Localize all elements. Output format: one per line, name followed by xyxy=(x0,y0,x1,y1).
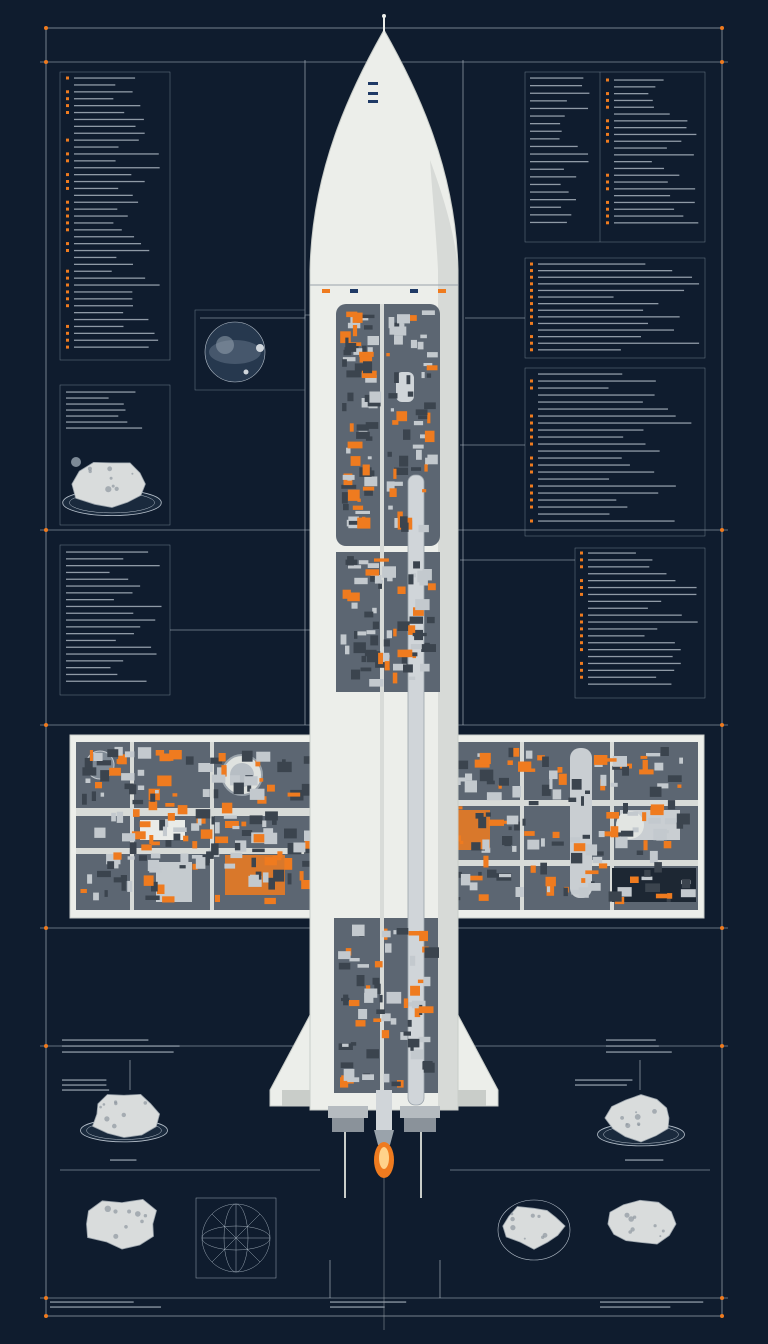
asteroid-rock-icon xyxy=(80,1093,168,1143)
asteroid-rock-icon xyxy=(502,1206,566,1250)
moon-icon xyxy=(71,457,81,467)
asteroid-rock-icon xyxy=(597,1094,685,1147)
wing-interior-components xyxy=(80,746,696,905)
panel-right-bottom xyxy=(574,547,706,699)
radar-sphere-icon xyxy=(195,1197,277,1279)
panel-right-top xyxy=(524,71,706,243)
caption-lower-right xyxy=(575,1039,672,1161)
frame-markers xyxy=(44,26,724,1318)
rocket-interior-components xyxy=(338,310,439,1088)
asteroid-rock-icon xyxy=(607,1199,677,1245)
panel-left-sample xyxy=(59,384,171,526)
asteroid-rock-icon xyxy=(86,1198,157,1250)
footer-caption xyxy=(50,1301,704,1308)
panel-left-specs xyxy=(59,71,171,361)
panel-left-notes xyxy=(59,544,171,696)
caption-lower-left xyxy=(62,1039,180,1161)
planet-sphere-icon xyxy=(194,309,306,391)
panel-right-mid xyxy=(524,257,706,359)
panel-right-lower xyxy=(524,367,706,537)
asteroid-rock-icon xyxy=(62,461,162,517)
callout-lines xyxy=(60,60,710,1298)
engine-flame-icon xyxy=(374,1142,394,1330)
